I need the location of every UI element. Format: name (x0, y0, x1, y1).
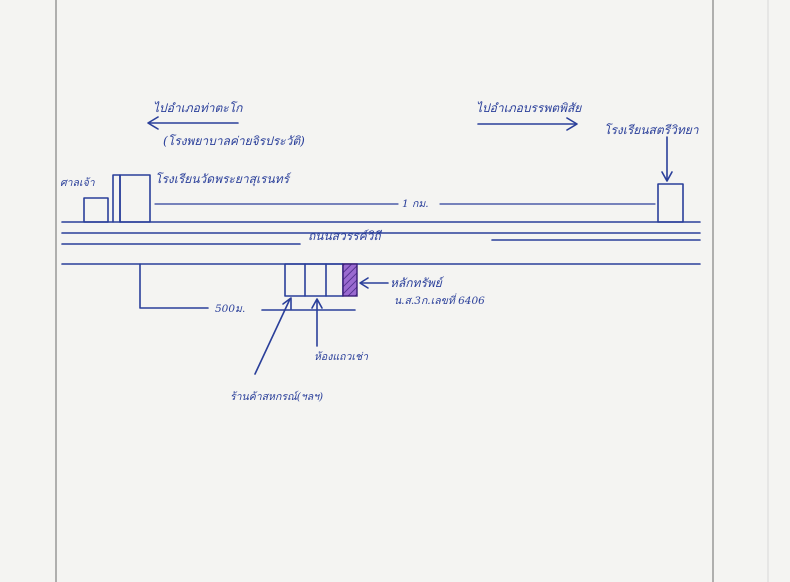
arrow-down-head (661, 171, 673, 182)
shophouse-pointer-head (311, 298, 323, 309)
landmark-pointer (254, 298, 291, 375)
label-shrine: ศาลเจ้า (60, 177, 96, 189)
label-distance-1km: 1 กม. (402, 198, 429, 210)
label-landmark: ร้านค้าสหกรณ์(ฯลฯ) (230, 390, 323, 403)
label-to-district: ไปอำเภอบรรพตพิสัย (476, 101, 582, 115)
school-right-building (657, 183, 684, 223)
label-benchmark: หลักทรัพย์ (390, 276, 445, 290)
shophouse-row (284, 263, 344, 297)
shrine-building (83, 197, 109, 223)
distance-500m-left (139, 263, 209, 309)
benchmark-pointer-head (359, 277, 369, 289)
landmark-pointer-head (282, 297, 292, 310)
label-school-right: โรงเรียนสตรีวิทยา (604, 123, 700, 137)
school-left-tower (112, 174, 121, 223)
label-road-name: ถนนสวรรค์วิถี (308, 229, 383, 243)
label-distance-500m: 500ม. (215, 303, 245, 315)
label-to-nakhon-sawan: ไปอำเภอท่าตะโก (153, 101, 243, 115)
label-shophouse: ห้องแถวเช่า (314, 351, 369, 363)
label-hospital-note: (โรงพยาบาลค่ายจิรประวัติ) (163, 134, 305, 148)
arrow-left-head (147, 116, 159, 130)
property-plot (342, 263, 358, 297)
label-deed-no: น.ส.3ก.เลขที่ 6406 (394, 293, 485, 307)
label-school-left: โรงเรียนวัดพระยาสุเรนทร์ (155, 172, 292, 187)
arrow-right-head (566, 117, 578, 131)
school-left-building (119, 174, 151, 223)
